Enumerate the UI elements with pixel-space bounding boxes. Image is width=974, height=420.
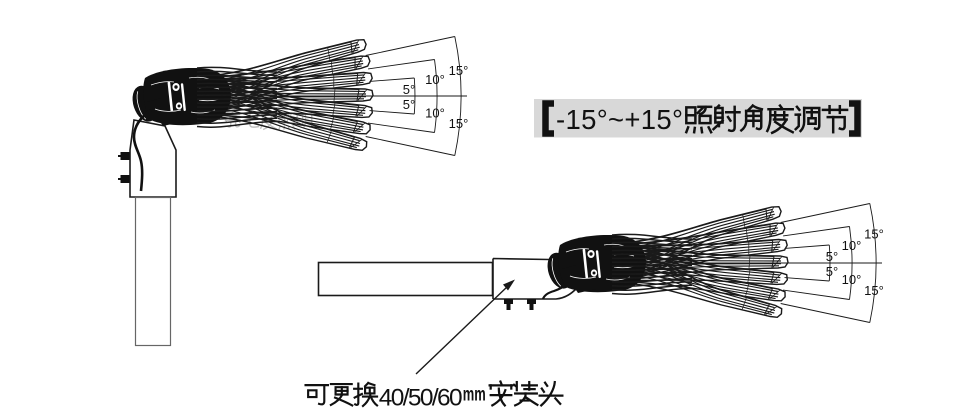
svg-text:10°: 10° xyxy=(425,106,445,121)
svg-text:10°: 10° xyxy=(425,72,445,87)
svg-text:5°: 5° xyxy=(826,264,838,279)
svg-text:15°: 15° xyxy=(449,116,469,131)
svg-text:15°: 15° xyxy=(864,227,884,242)
svg-text:15°: 15° xyxy=(449,63,469,78)
svg-text:40/50/60: 40/50/60 xyxy=(379,385,463,412)
svg-text:5°: 5° xyxy=(403,82,415,97)
svg-text:5°: 5° xyxy=(403,97,415,112)
svg-text:-15°~+15°: -15°~+15° xyxy=(556,104,683,135)
svg-text:5°: 5° xyxy=(826,249,838,264)
svg-text:15°: 15° xyxy=(864,283,884,298)
svg-text:10°: 10° xyxy=(842,272,862,287)
svg-text:mm: mm xyxy=(463,385,486,406)
svg-text:10°: 10° xyxy=(842,238,862,253)
